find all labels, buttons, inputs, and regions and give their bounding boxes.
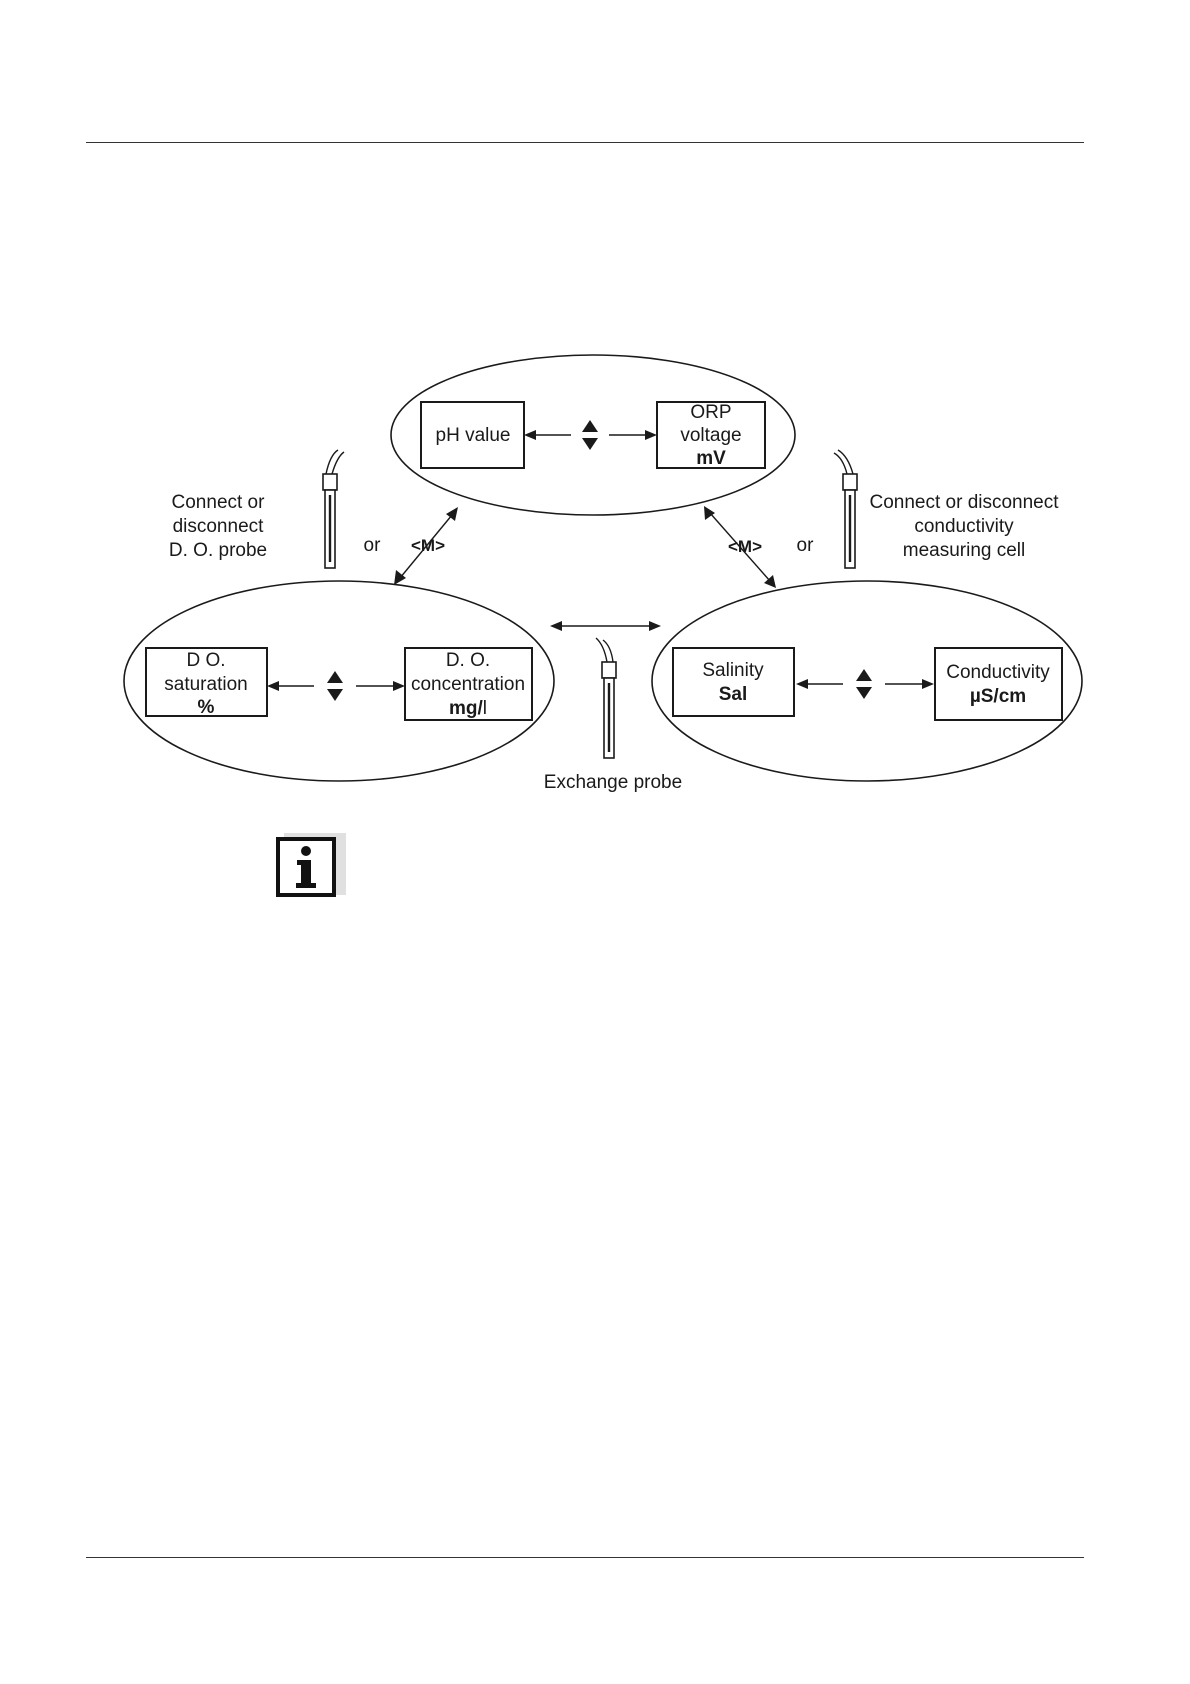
right-note-line2: conductivity <box>914 516 1014 537</box>
left-right-exchange-arrow <box>550 621 661 631</box>
conductivity-line1: Conductivity <box>946 662 1050 683</box>
or-label-left: or <box>364 535 382 556</box>
or-label-right: or <box>797 535 815 556</box>
left-note-line2: disconnect <box>173 516 265 537</box>
do-concentration-line1: D. O. <box>446 650 490 671</box>
up-down-key-icon <box>582 420 598 450</box>
conductivity-probe-icon <box>834 450 857 568</box>
right-note-line1: Connect or disconnect <box>869 492 1059 513</box>
left-note-line1: Connect or <box>172 492 266 513</box>
do-concentration-unit: mg/l <box>449 698 487 719</box>
conductivity-box <box>935 648 1062 720</box>
orp-voltage-line1: ORP <box>690 402 731 423</box>
conductivity-unit: µS/cm <box>970 686 1026 707</box>
do-saturation-line2: saturation <box>164 674 247 695</box>
footer-rule <box>86 1557 1084 1558</box>
do-concentration-line2: concentration <box>411 674 525 695</box>
info-icon <box>276 833 346 903</box>
up-down-key-icon <box>327 671 343 701</box>
m-key-label-left: <M> <box>411 536 445 555</box>
left-note-line3: D. O. probe <box>169 540 267 561</box>
orp-voltage-unit: mV <box>696 448 726 469</box>
up-down-key-icon <box>856 669 872 699</box>
m-key-label-right: <M> <box>728 537 762 556</box>
orp-voltage-line2: voltage <box>680 425 741 446</box>
salinity-unit: Sal <box>719 684 748 705</box>
exchange-probe-label: Exchange probe <box>544 772 682 793</box>
ph-value-label: pH value <box>436 425 511 446</box>
do-saturation-unit: % <box>198 697 215 718</box>
do-probe-icon <box>323 450 344 568</box>
salinity-line1: Salinity <box>702 660 764 681</box>
exchange-probe-icon <box>596 638 616 758</box>
salinity-box <box>673 648 794 716</box>
right-note-line3: measuring cell <box>903 540 1026 561</box>
do-saturation-line1: D O. <box>186 650 225 671</box>
